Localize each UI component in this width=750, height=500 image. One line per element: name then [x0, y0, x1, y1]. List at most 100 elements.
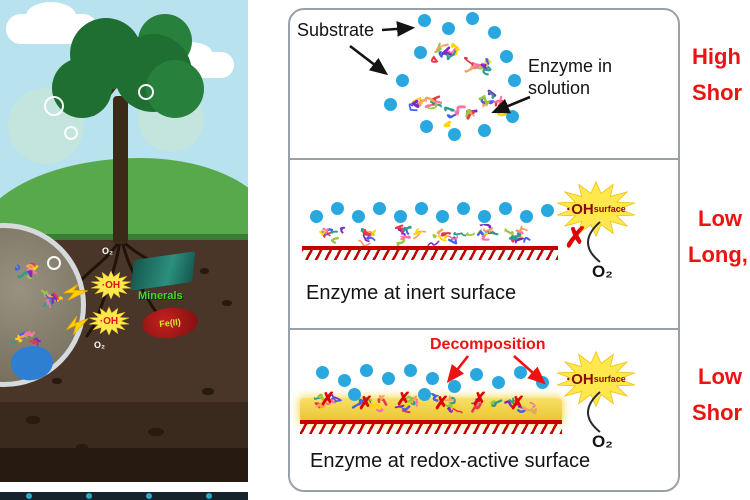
substrate-dot — [514, 366, 527, 379]
substrate-dot — [373, 202, 386, 215]
soil-stone — [118, 456, 130, 462]
enzyme-icon — [460, 47, 499, 80]
outcome-inert: Low — [698, 206, 742, 231]
teal-dot — [146, 493, 152, 499]
substrate-dot — [348, 388, 361, 401]
substrate-dot — [414, 46, 427, 59]
row-divider — [290, 328, 678, 330]
cloud — [26, 2, 76, 30]
substrate-dot — [426, 372, 439, 385]
inert-surface — [302, 246, 558, 260]
substrate-dot — [382, 372, 395, 385]
substrate-dot — [404, 364, 417, 377]
enzyme-icon — [389, 390, 429, 415]
enzyme-icon — [465, 221, 504, 248]
row-divider — [290, 158, 678, 160]
oh-radical-label: ·OH — [99, 315, 119, 327]
soil-deep — [0, 448, 248, 482]
enzyme-icon — [351, 224, 391, 250]
oh-subscript: surface — [593, 204, 626, 214]
decomposed-enzyme-cross: ✗ — [510, 393, 526, 413]
tree-trunk — [113, 96, 128, 244]
inert-caption: Enzyme at inert surface — [306, 282, 517, 304]
soil-stone — [186, 462, 196, 468]
enzyme-icon — [37, 287, 69, 312]
substrate-dot — [448, 128, 461, 141]
teal-dot — [86, 493, 92, 499]
lightning-bolt-icon — [66, 315, 89, 336]
substrate-label: Substrate — [297, 20, 375, 40]
no-radical-cross: ✗ — [564, 222, 588, 253]
substrate-dot — [492, 376, 505, 389]
outcome-redox: Low — [698, 364, 742, 389]
outcome-redox: Shor — [692, 400, 743, 425]
bubble-ring — [138, 84, 154, 100]
enzyme-icon — [425, 225, 469, 249]
decomposed-enzyme-cross: ✗ — [472, 389, 488, 409]
tree-canopy — [146, 60, 204, 118]
o2-label: O₂ — [592, 262, 613, 281]
enzyme-icon — [440, 99, 486, 133]
substrate-dot — [478, 124, 491, 137]
bottom-white-strip — [0, 482, 248, 492]
oh-text: ·OH — [566, 370, 594, 388]
soil-stone — [52, 378, 62, 384]
substrate-dot — [352, 210, 365, 223]
substrate-dot — [541, 204, 554, 217]
enzyme-icon — [405, 87, 445, 115]
oh-radical-label: ·OH — [101, 279, 121, 291]
substrate-dot — [520, 210, 533, 223]
fe2-label: Fe(II) — [158, 316, 182, 330]
closeup-enzymes — [0, 228, 81, 382]
substrate-dot — [448, 380, 461, 393]
substrate-dot — [536, 376, 549, 389]
o2-label: O₂ — [102, 246, 113, 256]
decomposed-enzyme-cross: ✗ — [358, 393, 374, 413]
enzyme-in-solution-label: solution — [528, 78, 591, 98]
substrate-dot — [394, 210, 407, 223]
enzyme-icon — [389, 222, 429, 249]
enzyme-icon — [12, 260, 45, 286]
enzyme-icon — [499, 224, 543, 249]
substrate-dot — [384, 98, 397, 111]
minerals-label: Minerals — [138, 290, 183, 302]
substrate-dot — [436, 210, 449, 223]
substrate-dot — [418, 388, 431, 401]
substrate-dot — [415, 202, 428, 215]
decomposed-enzyme-cross: ✗ — [320, 389, 336, 409]
bubble-ring — [64, 126, 78, 140]
substrate-dot — [396, 74, 409, 87]
substrate-dot — [418, 14, 431, 27]
substrate-dot — [316, 366, 329, 379]
teal-dot — [206, 493, 212, 499]
substrate-dot — [420, 120, 433, 133]
decomposed-enzyme-cross: ✗ — [396, 389, 412, 409]
soil-stone — [200, 268, 209, 274]
substrate-dot — [478, 210, 491, 223]
substrate-dot — [442, 22, 455, 35]
substrate-dot — [488, 26, 501, 39]
outcome-inert: Long, — [688, 242, 748, 267]
enzyme-in-solution-label: Enzyme in — [528, 56, 613, 76]
substrate-dot — [499, 202, 512, 215]
soil-pore-closeup — [0, 223, 86, 387]
lightning-bolt-icon — [63, 283, 89, 301]
decomposition-label: Decomposition — [430, 336, 546, 353]
enzyme-icon — [503, 392, 543, 417]
substrate-dot — [457, 202, 470, 215]
substrate-dot — [466, 12, 479, 25]
redox-caption: Enzyme at redox-active surface — [310, 450, 591, 472]
outcome-solution: Shor — [692, 80, 743, 105]
soil-stone — [76, 444, 88, 451]
decomposed-enzyme-cross: ✗ — [434, 393, 450, 413]
oh-radical-burst: ·OH — [86, 306, 132, 336]
enzyme-icon — [426, 34, 466, 67]
substrate-dot — [508, 74, 521, 87]
soil-stone — [202, 388, 214, 395]
substrate-dot — [500, 50, 513, 63]
substrate-dot — [310, 210, 323, 223]
